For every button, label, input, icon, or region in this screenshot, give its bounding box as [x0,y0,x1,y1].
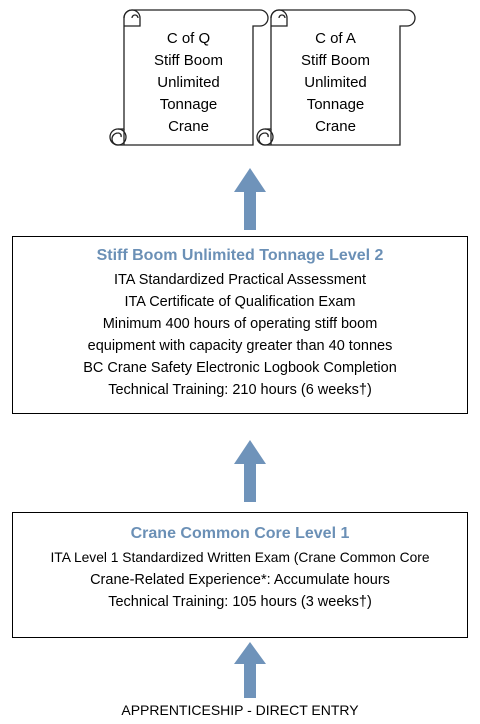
cert-line: Crane [315,118,356,135]
level-1-line: ITA Level 1 Standardized Written Exam (C… [50,550,430,565]
cert-line: Stiff Boom [301,52,370,69]
cert-line: Tonnage [159,96,218,113]
up-arrow-icon [234,440,266,502]
c-of-q-certificate: C of Q Stiff Boom Unlimited Tonnage Cran… [124,28,253,138]
cert-line: C of Q [166,30,211,47]
cert-line: Unlimited [304,74,367,91]
cert-line: Unlimited [157,74,220,91]
level-2-line: ITA Certificate of Qualification Exam [124,294,356,310]
c-of-q-scroll-icon [109,9,269,146]
level-2-line: equipment with capacity greater than 40 … [87,338,393,354]
up-arrow-icon [234,642,266,698]
level-1-line: Crane-Related Experience*: Accumulate ho… [90,572,390,588]
certificate-scrolls [109,9,416,146]
up-arrow-icon [234,168,266,230]
cert-line: Crane [168,118,209,135]
level-2-line: Minimum 400 hours of operating stiff boo… [102,316,378,332]
level-2-line: Technical Training: 210 hours (6 weeks†) [108,382,372,398]
level-1-title: Crane Common Core Level 1 [130,525,350,542]
level-1-line: Technical Training: 105 hours (3 weeks†) [108,594,372,610]
level-2-line: BC Crane Safety Electronic Logbook Compl… [83,360,397,376]
level-2-box: Stiff Boom Unlimited Tonnage Level 2 ITA… [12,236,468,414]
entry-label: APPRENTICESHIP - DIRECT ENTRY [121,702,359,718]
cert-line: C of A [315,30,356,47]
level-2-title: Stiff Boom Unlimited Tonnage Level 2 [96,247,384,264]
c-of-a-certificate: C of A Stiff Boom Unlimited Tonnage Cran… [271,28,400,138]
level-2-line: ITA Standardized Practical Assessment [114,272,366,288]
level-1-box: Crane Common Core Level 1 ITA Level 1 St… [12,512,468,638]
cert-line: Tonnage [306,96,365,113]
c-of-a-scroll-icon [256,9,416,146]
cert-line: Stiff Boom [154,52,223,69]
